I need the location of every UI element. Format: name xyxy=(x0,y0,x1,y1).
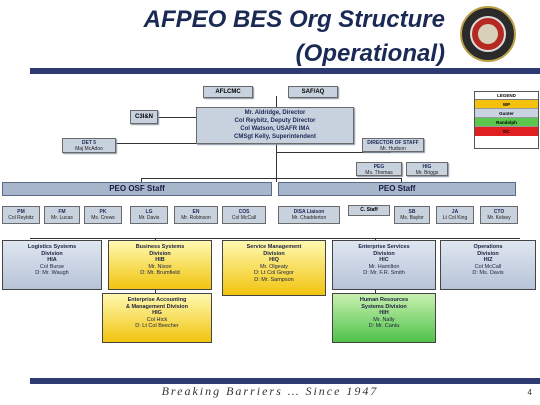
c3ien-box: C3I&N xyxy=(130,110,158,124)
hig-box: HIG Mr. Briggs xyxy=(406,162,448,176)
director-of-staff-box: DIRECTOR OF STAFF Mr. Hudson xyxy=(362,138,424,152)
usafr-ima: Col Watson, USAFR IMA xyxy=(240,126,310,132)
director-box: Mr. Aldridge, Director Col Reybitz, Depu… xyxy=(196,107,354,144)
legend-dc: DC xyxy=(475,127,538,136)
legend-wp: WP xyxy=(475,100,538,109)
afpeo-seal-logo xyxy=(460,6,516,62)
division-enterprise-accounting: Enterprise Accounting& Management Divisi… xyxy=(102,293,212,343)
peo-osf-staff-header: PEO OSF Staff xyxy=(2,182,272,196)
director-name: Mr. Aldridge, Director xyxy=(244,110,306,116)
peo-staff-header: PEO Staff xyxy=(278,182,516,196)
legend-title: LEGEND xyxy=(475,92,538,100)
footer-motto: Breaking Barriers … Since 1947 xyxy=(161,384,379,398)
c-staff: C. Staff xyxy=(348,205,390,216)
title-divider-bar xyxy=(30,68,540,74)
superintendent: CMSgt Kelly, Superintendent xyxy=(234,134,316,140)
legend-randolph: Randolph xyxy=(475,118,538,127)
page-title: AFPEO BES Org Structure xyxy=(143,6,445,33)
aflcmc-box: AFLCMC xyxy=(203,86,253,98)
legend: LEGEND WP Gunter Randolph DC xyxy=(474,91,539,149)
deputy-director: Col Reybitz, Deputy Director xyxy=(234,118,316,124)
det5-box: DET 5 Maj McAdoo xyxy=(62,138,116,153)
page-subtitle: (Operational) xyxy=(295,40,445,67)
saf-aq-box: SAF/AQ xyxy=(288,86,338,98)
footer-bar xyxy=(30,378,540,384)
legend-gunter: Gunter xyxy=(475,109,538,118)
peg-box: PEG Ms. Thomas xyxy=(356,162,402,176)
page-number: 4 xyxy=(527,388,532,397)
